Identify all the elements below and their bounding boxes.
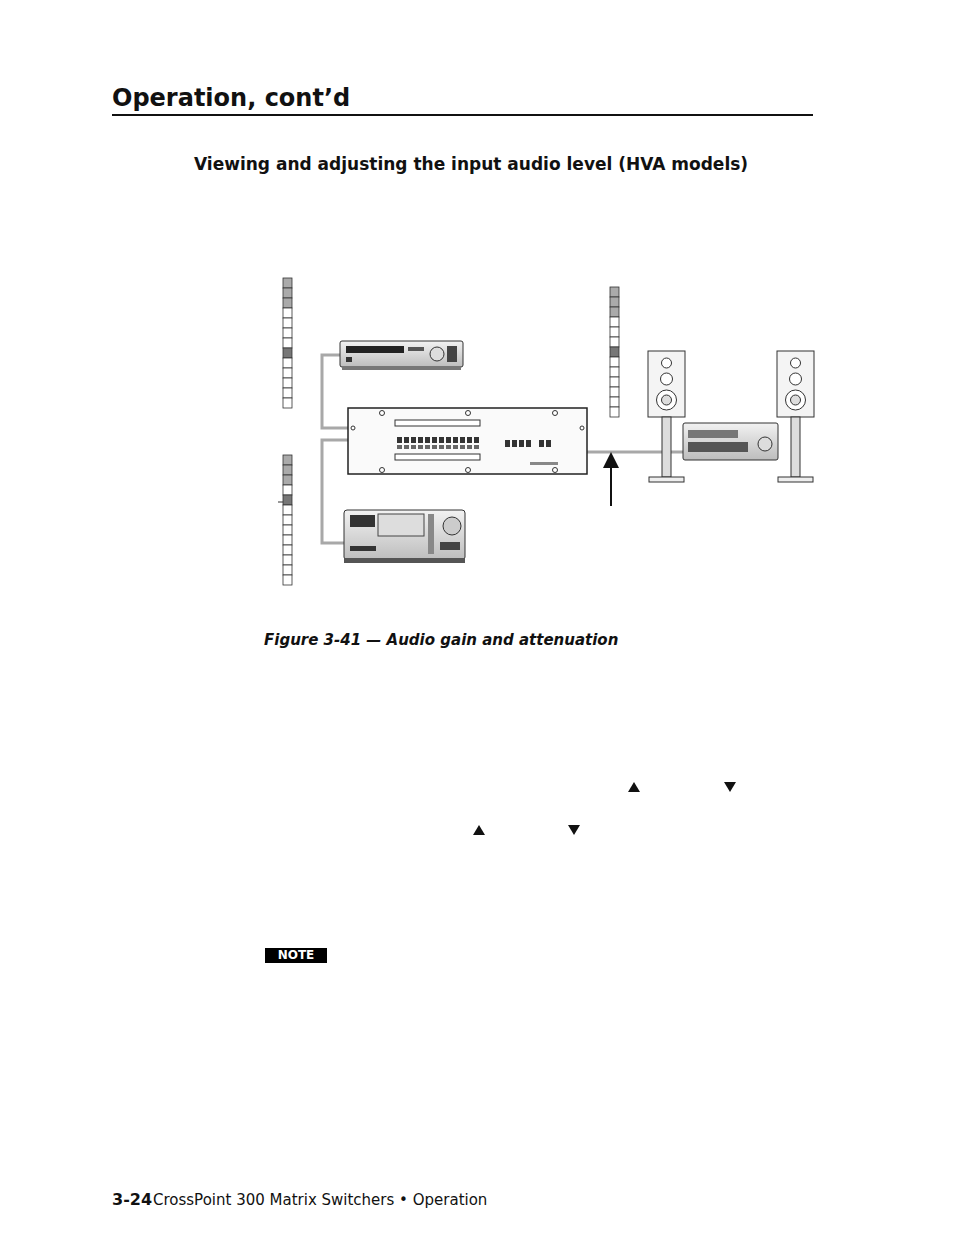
level-meters — [278, 278, 619, 585]
section-title: Viewing and adjusting the input audio le… — [194, 154, 748, 174]
page-footer: CrossPoint 300 Matrix Switchers • Operat… — [153, 1191, 487, 1209]
page-number: 3-24 — [112, 1190, 152, 1209]
arrow-symbols — [473, 782, 736, 835]
header-rule — [112, 114, 813, 116]
vcr — [340, 341, 463, 370]
page-header: Operation, cont’d — [112, 84, 350, 112]
speakers — [648, 351, 814, 482]
figure-caption: Figure 3-41 — Audio gain and attenuation — [264, 631, 618, 649]
matrix-switcher — [348, 408, 587, 474]
stereo-receiver — [683, 423, 778, 460]
note-label: NOTE — [265, 948, 327, 962]
pointer-arrow — [610, 460, 612, 506]
cd-changer — [344, 510, 465, 563]
note-badge: NOTE — [265, 948, 327, 963]
